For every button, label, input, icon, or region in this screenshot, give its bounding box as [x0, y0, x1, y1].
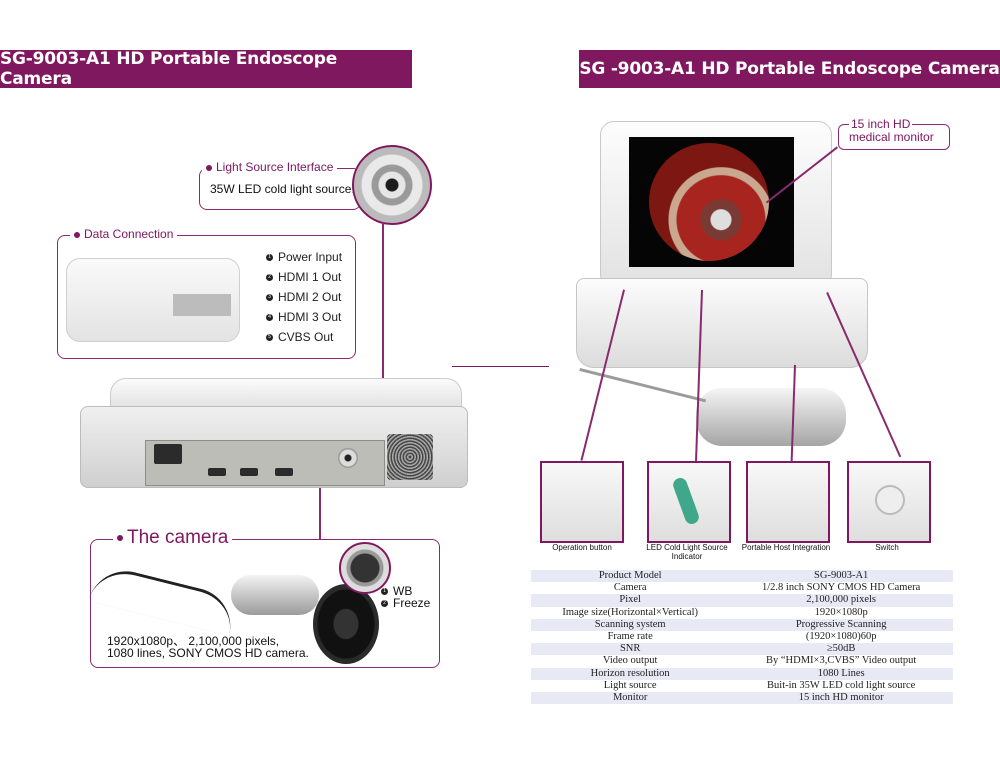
- led-bar: [671, 476, 701, 526]
- left-banner-title: SG-9003-A1 HD Portable Endoscope Camera: [0, 49, 412, 89]
- feature-label: Portable Host Integration: [741, 543, 831, 552]
- spec-key: Scanning system: [531, 618, 730, 632]
- fan-grille: [387, 434, 433, 480]
- scope-rod: [579, 368, 707, 403]
- spec-key: Pixel: [531, 594, 730, 607]
- spec-value: SG-9003-A1: [729, 570, 953, 583]
- spec-value: 1/2.8 inch SONY CMOS HD Camera: [729, 582, 953, 595]
- divider: [452, 366, 549, 367]
- power-port: [154, 444, 182, 464]
- feature-label: Operation button: [552, 543, 612, 552]
- spec-value: By “HDMI×3,CVBS” Video output: [729, 655, 953, 668]
- endoscope-view-image: [649, 143, 769, 261]
- spec-key: Horizon resolution: [531, 667, 730, 680]
- light-port-zoom-image: [352, 145, 432, 225]
- feature-label: LED Cold Light Source Indicator: [646, 543, 728, 561]
- spec-value: (1920×1080)60p: [729, 631, 953, 644]
- freeze-label: Freeze: [393, 596, 431, 610]
- camera-title: The camera: [127, 527, 229, 548]
- spec-key: Monitor: [531, 692, 730, 705]
- light-source-callout: Light Source Interface 35W LED cold ligh…: [199, 160, 361, 210]
- table-row: SNR≥50dB: [531, 643, 953, 656]
- spec-key: Product Model: [531, 570, 730, 583]
- connector-line: [319, 488, 321, 540]
- scope-camera-image: [696, 388, 846, 446]
- led-indicator-thumbnail: [647, 461, 731, 543]
- portable-host-thumbnail: [746, 461, 830, 543]
- number-icon: 4: [266, 314, 273, 322]
- switch-thumbnail: [847, 461, 931, 543]
- hdmi-port: [240, 468, 258, 476]
- spec-value: Progressive Scanning: [729, 618, 953, 632]
- spec-value: ≥50dB: [729, 643, 953, 656]
- spec-value: 1080 Lines: [729, 667, 953, 680]
- monitor-callout: 15 inch HD medical monitor: [838, 117, 950, 150]
- spec-key: Camera: [531, 582, 730, 595]
- spec-key: Frame rate: [531, 631, 730, 644]
- right-banner-title: SG -9003-A1 HD Portable Endoscope Camera: [579, 50, 1000, 88]
- camera-head-image: [231, 575, 319, 615]
- hdmi-port: [275, 468, 293, 476]
- camera-desc-line1: 1920x1080p、 2,100,000 pixels,: [107, 634, 280, 648]
- spec-key: Image size(Horizontal×Vertical): [531, 606, 730, 619]
- bullet-icon: [206, 164, 212, 171]
- number-icon: 2: [266, 274, 273, 282]
- monitor-screen: [629, 137, 794, 267]
- rear-panel-device-image: [80, 378, 468, 488]
- number-icon: 3: [266, 294, 273, 302]
- number-icon: 1: [266, 254, 273, 262]
- camera-buttons-zoom-image: [339, 542, 391, 594]
- feature-label: Switch: [875, 543, 899, 552]
- table-row: Frame rate(1920×1080)60p: [531, 631, 953, 644]
- data-connection-title: Data Connection: [84, 227, 174, 241]
- light-source-title: Light Source Interface: [216, 160, 334, 174]
- spec-key: SNR: [531, 643, 730, 656]
- number-icon: 2: [381, 600, 388, 608]
- spec-value: 15 inch HD monitor: [729, 692, 953, 705]
- camera-desc-line2: 1080 lines, SONY CMOS HD camera.: [107, 646, 309, 660]
- camera-callout: The camera 1 WB 2 Freeze 1920x1080p、 2,100…: [88, 527, 440, 668]
- monitor-callout-line1: 15 inch HD: [849, 117, 913, 131]
- wb-label: WB: [393, 584, 413, 598]
- spec-key: Light source: [531, 679, 730, 693]
- camera-coupler-image: [313, 584, 379, 664]
- hdmi-port: [208, 468, 226, 476]
- power-switch-icon: [875, 485, 905, 515]
- monitor-callout-line2: medical monitor: [849, 130, 934, 144]
- spec-value: 2,100,000 pixels: [729, 594, 953, 607]
- laptop-base-image: [576, 278, 868, 368]
- spec-value: Buit-in 35W LED cold light source: [729, 679, 953, 693]
- light-source-text: 35W LED cold light source.: [210, 182, 355, 196]
- number-icon: 1: [381, 588, 388, 596]
- camera-cable: [88, 563, 239, 636]
- spec-key: Video output: [531, 655, 730, 668]
- table-row: Image size(Horizontal×Vertical)1920×1080…: [531, 606, 953, 619]
- operation-button-thumbnail: [540, 461, 624, 543]
- spec-value: 1920×1080p: [729, 606, 953, 619]
- light-port: [338, 448, 358, 468]
- host-port-panel: [173, 294, 231, 316]
- number-icon: 5: [266, 334, 273, 342]
- bullet-icon: [117, 534, 123, 541]
- bullet-icon: [74, 231, 80, 238]
